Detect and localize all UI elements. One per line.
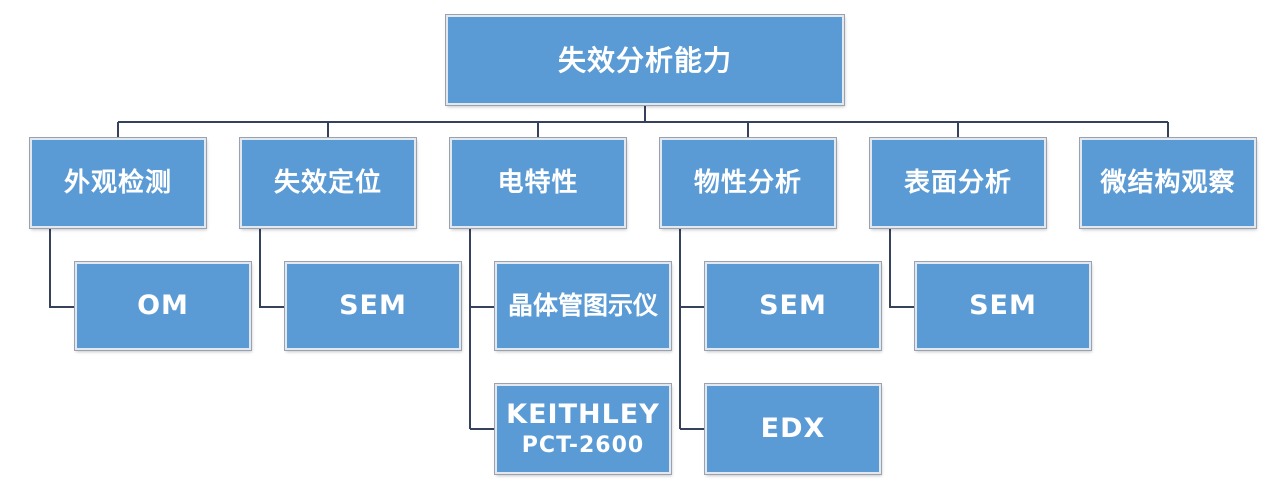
node-electrical-characteristics: 电特性 <box>450 138 626 228</box>
node-label: 微结构观察 <box>1100 167 1236 198</box>
node-sem-failure-localization: SEM <box>285 262 461 350</box>
node-label: 表面分析 <box>903 167 1012 198</box>
node-sem-physical-analysis: SEM <box>705 262 881 350</box>
node-label: 失效定位 <box>273 167 382 198</box>
connector-physical-children <box>679 228 705 430</box>
node-keithley-pct-2600: KEITHLEY PCT-2600 <box>495 384 671 474</box>
node-failure-localization: 失效定位 <box>240 138 416 228</box>
node-label-line1: KEITHLEY <box>506 399 660 431</box>
node-label: 物性分析 <box>693 167 802 198</box>
node-physical-analysis: 物性分析 <box>660 138 836 228</box>
node-surface-analysis: 表面分析 <box>870 138 1046 228</box>
node-label: OM <box>137 290 189 322</box>
node-label: 外观检测 <box>63 167 172 198</box>
node-label: EDX <box>760 413 826 445</box>
node-edx: EDX <box>705 384 881 474</box>
node-transistor-curve-tracer: 晶体管图示仪 <box>495 262 671 350</box>
connector-surface-to-sem <box>889 228 915 308</box>
node-sem-surface-analysis: SEM <box>915 262 1091 350</box>
node-appearance-inspection: 外观检测 <box>30 138 206 228</box>
node-failure-analysis-capability: 失效分析能力 <box>446 15 844 105</box>
node-label: 晶体管图示仪 <box>507 291 658 321</box>
node-om: OM <box>75 262 251 350</box>
node-label: 电特性 <box>497 167 579 198</box>
node-label: 失效分析能力 <box>557 43 732 77</box>
connector-electrical-children <box>469 228 495 430</box>
node-label: SEM <box>969 290 1037 322</box>
node-label: SEM <box>339 290 407 322</box>
node-label-line2: PCT-2600 <box>521 433 645 459</box>
connector-localization-to-sem <box>259 228 285 308</box>
connector-group <box>49 105 1169 430</box>
node-microstructure-observation: 微结构观察 <box>1080 138 1256 228</box>
connector-branch-drops <box>117 122 1169 138</box>
node-label: SEM <box>759 290 827 322</box>
connector-appearance-to-om <box>49 228 75 308</box>
